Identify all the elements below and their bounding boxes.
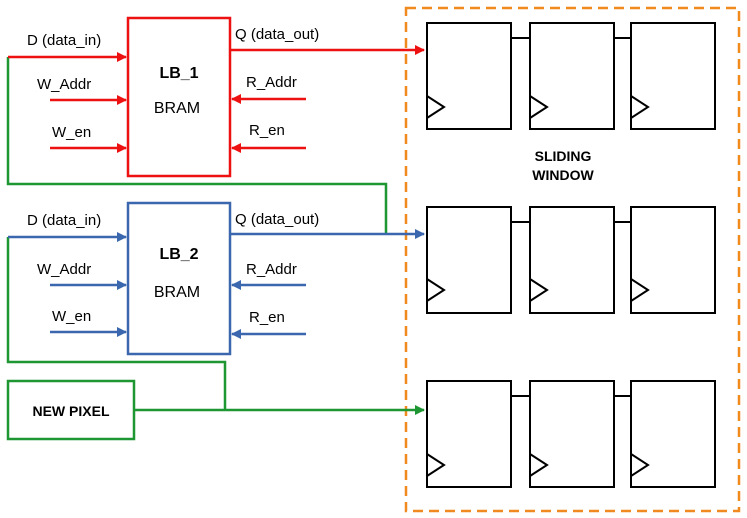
- clock-triangle-icon: [426, 453, 446, 477]
- new-pixel-box: [6, 379, 136, 441]
- register: [630, 206, 716, 314]
- clock-triangle-icon: [630, 278, 650, 302]
- clock-triangle-icon: [529, 278, 549, 302]
- register-row-3: [426, 380, 716, 488]
- register: [630, 22, 716, 130]
- lb2-data-in-label: D (data_in): [27, 212, 101, 229]
- lb2-title: LB_2: [159, 246, 198, 263]
- lb1-wen-label: W_en: [52, 124, 91, 141]
- lb1-waddr-label: W_Addr: [37, 76, 91, 93]
- lb2-box: [126, 201, 232, 356]
- register: [426, 206, 512, 314]
- lb2-ren-label: R_en: [249, 309, 285, 326]
- lb2-subtitle: BRAM: [154, 284, 200, 301]
- sliding-window-label-line1: SLIDING: [535, 148, 592, 164]
- lb1-box: [126, 16, 232, 178]
- new-pixel-label: NEW PIXEL: [32, 403, 109, 419]
- lb1-title: LB_1: [159, 65, 198, 82]
- lb1-ren-label: R_en: [249, 122, 285, 139]
- clock-triangle-icon: [529, 453, 549, 477]
- lb2-wen-label: W_en: [52, 308, 91, 325]
- lb2-waddr-label: W_Addr: [37, 261, 91, 278]
- clock-triangle-icon: [529, 95, 549, 119]
- lb1-block: LB_1 BRAM D (data_in) W_Addr W_en Q (dat…: [8, 16, 425, 178]
- register: [426, 22, 512, 130]
- new-pixel-block: NEW PIXEL: [6, 379, 136, 441]
- register: [529, 380, 615, 488]
- lb1-raddr-label: R_Addr: [246, 74, 297, 91]
- register-row-1: [426, 22, 716, 130]
- clock-triangle-icon: [426, 95, 446, 119]
- clock-triangle-icon: [630, 453, 650, 477]
- lb2-data-out-label: Q (data_out): [235, 211, 319, 228]
- lb2-raddr-label: R_Addr: [246, 261, 297, 278]
- register: [426, 380, 512, 488]
- sliding-window-boundary: [404, 6, 741, 513]
- lb1-data-out-label: Q (data_out): [235, 26, 319, 43]
- register: [529, 22, 615, 130]
- sliding-window-label-line2: WINDOW: [532, 167, 594, 183]
- clock-triangle-icon: [426, 278, 446, 302]
- register: [529, 206, 615, 314]
- lb1-subtitle: BRAM: [154, 100, 200, 117]
- register-row-2: [426, 206, 716, 314]
- clock-triangle-icon: [630, 95, 650, 119]
- lb2-block: LB_2 BRAM D (data_in) W_Addr W_en Q (dat…: [8, 201, 425, 356]
- register: [630, 380, 716, 488]
- lb1-data-in-label: D (data_in): [27, 32, 101, 49]
- green-wiring: [6, 57, 425, 415]
